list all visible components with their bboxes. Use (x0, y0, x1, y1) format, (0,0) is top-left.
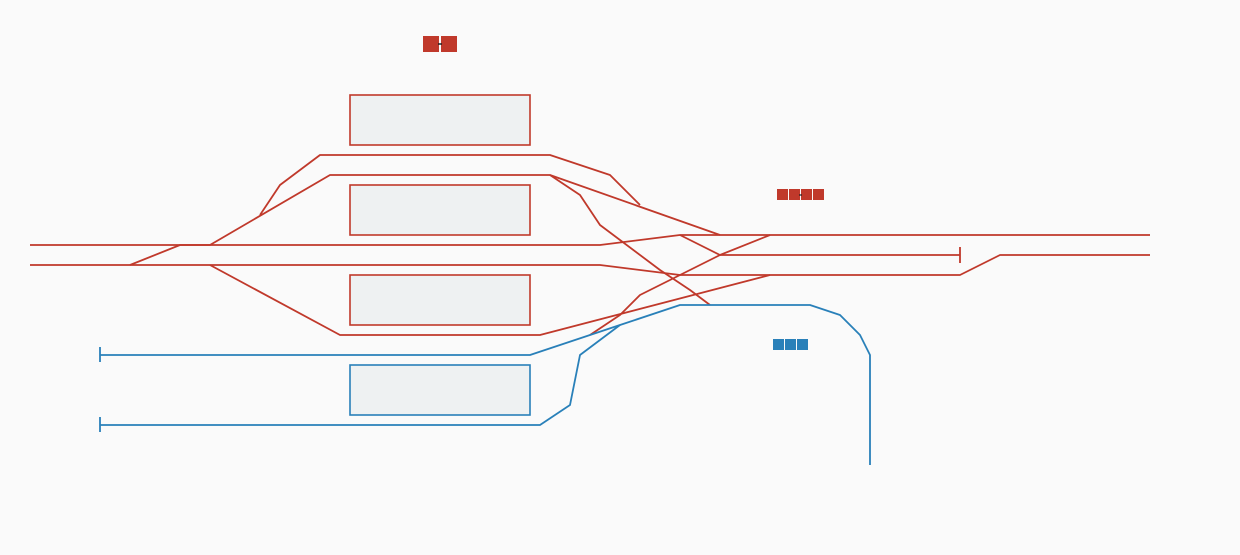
platform-3 (349, 274, 531, 326)
platform-2 (349, 184, 531, 236)
train-icon-red-2-car (423, 36, 457, 52)
red-main-line-upper (30, 234, 1150, 246)
train-icon-red-4-car (777, 189, 824, 200)
red-loop-diverging (549, 174, 711, 306)
red-loop-inner-top (129, 174, 721, 266)
platform-1 (349, 94, 531, 146)
red-loop-outer-top (259, 154, 641, 216)
blue-line-upper (100, 304, 871, 465)
train-icon-blue-3-car (773, 339, 808, 350)
platform-4 (349, 364, 531, 416)
red-loop-lower (209, 264, 771, 336)
blue-line-lower (100, 324, 621, 426)
red-siding (679, 234, 960, 256)
red-main-line-lower (30, 254, 1150, 276)
red-connector-lower (589, 234, 771, 336)
